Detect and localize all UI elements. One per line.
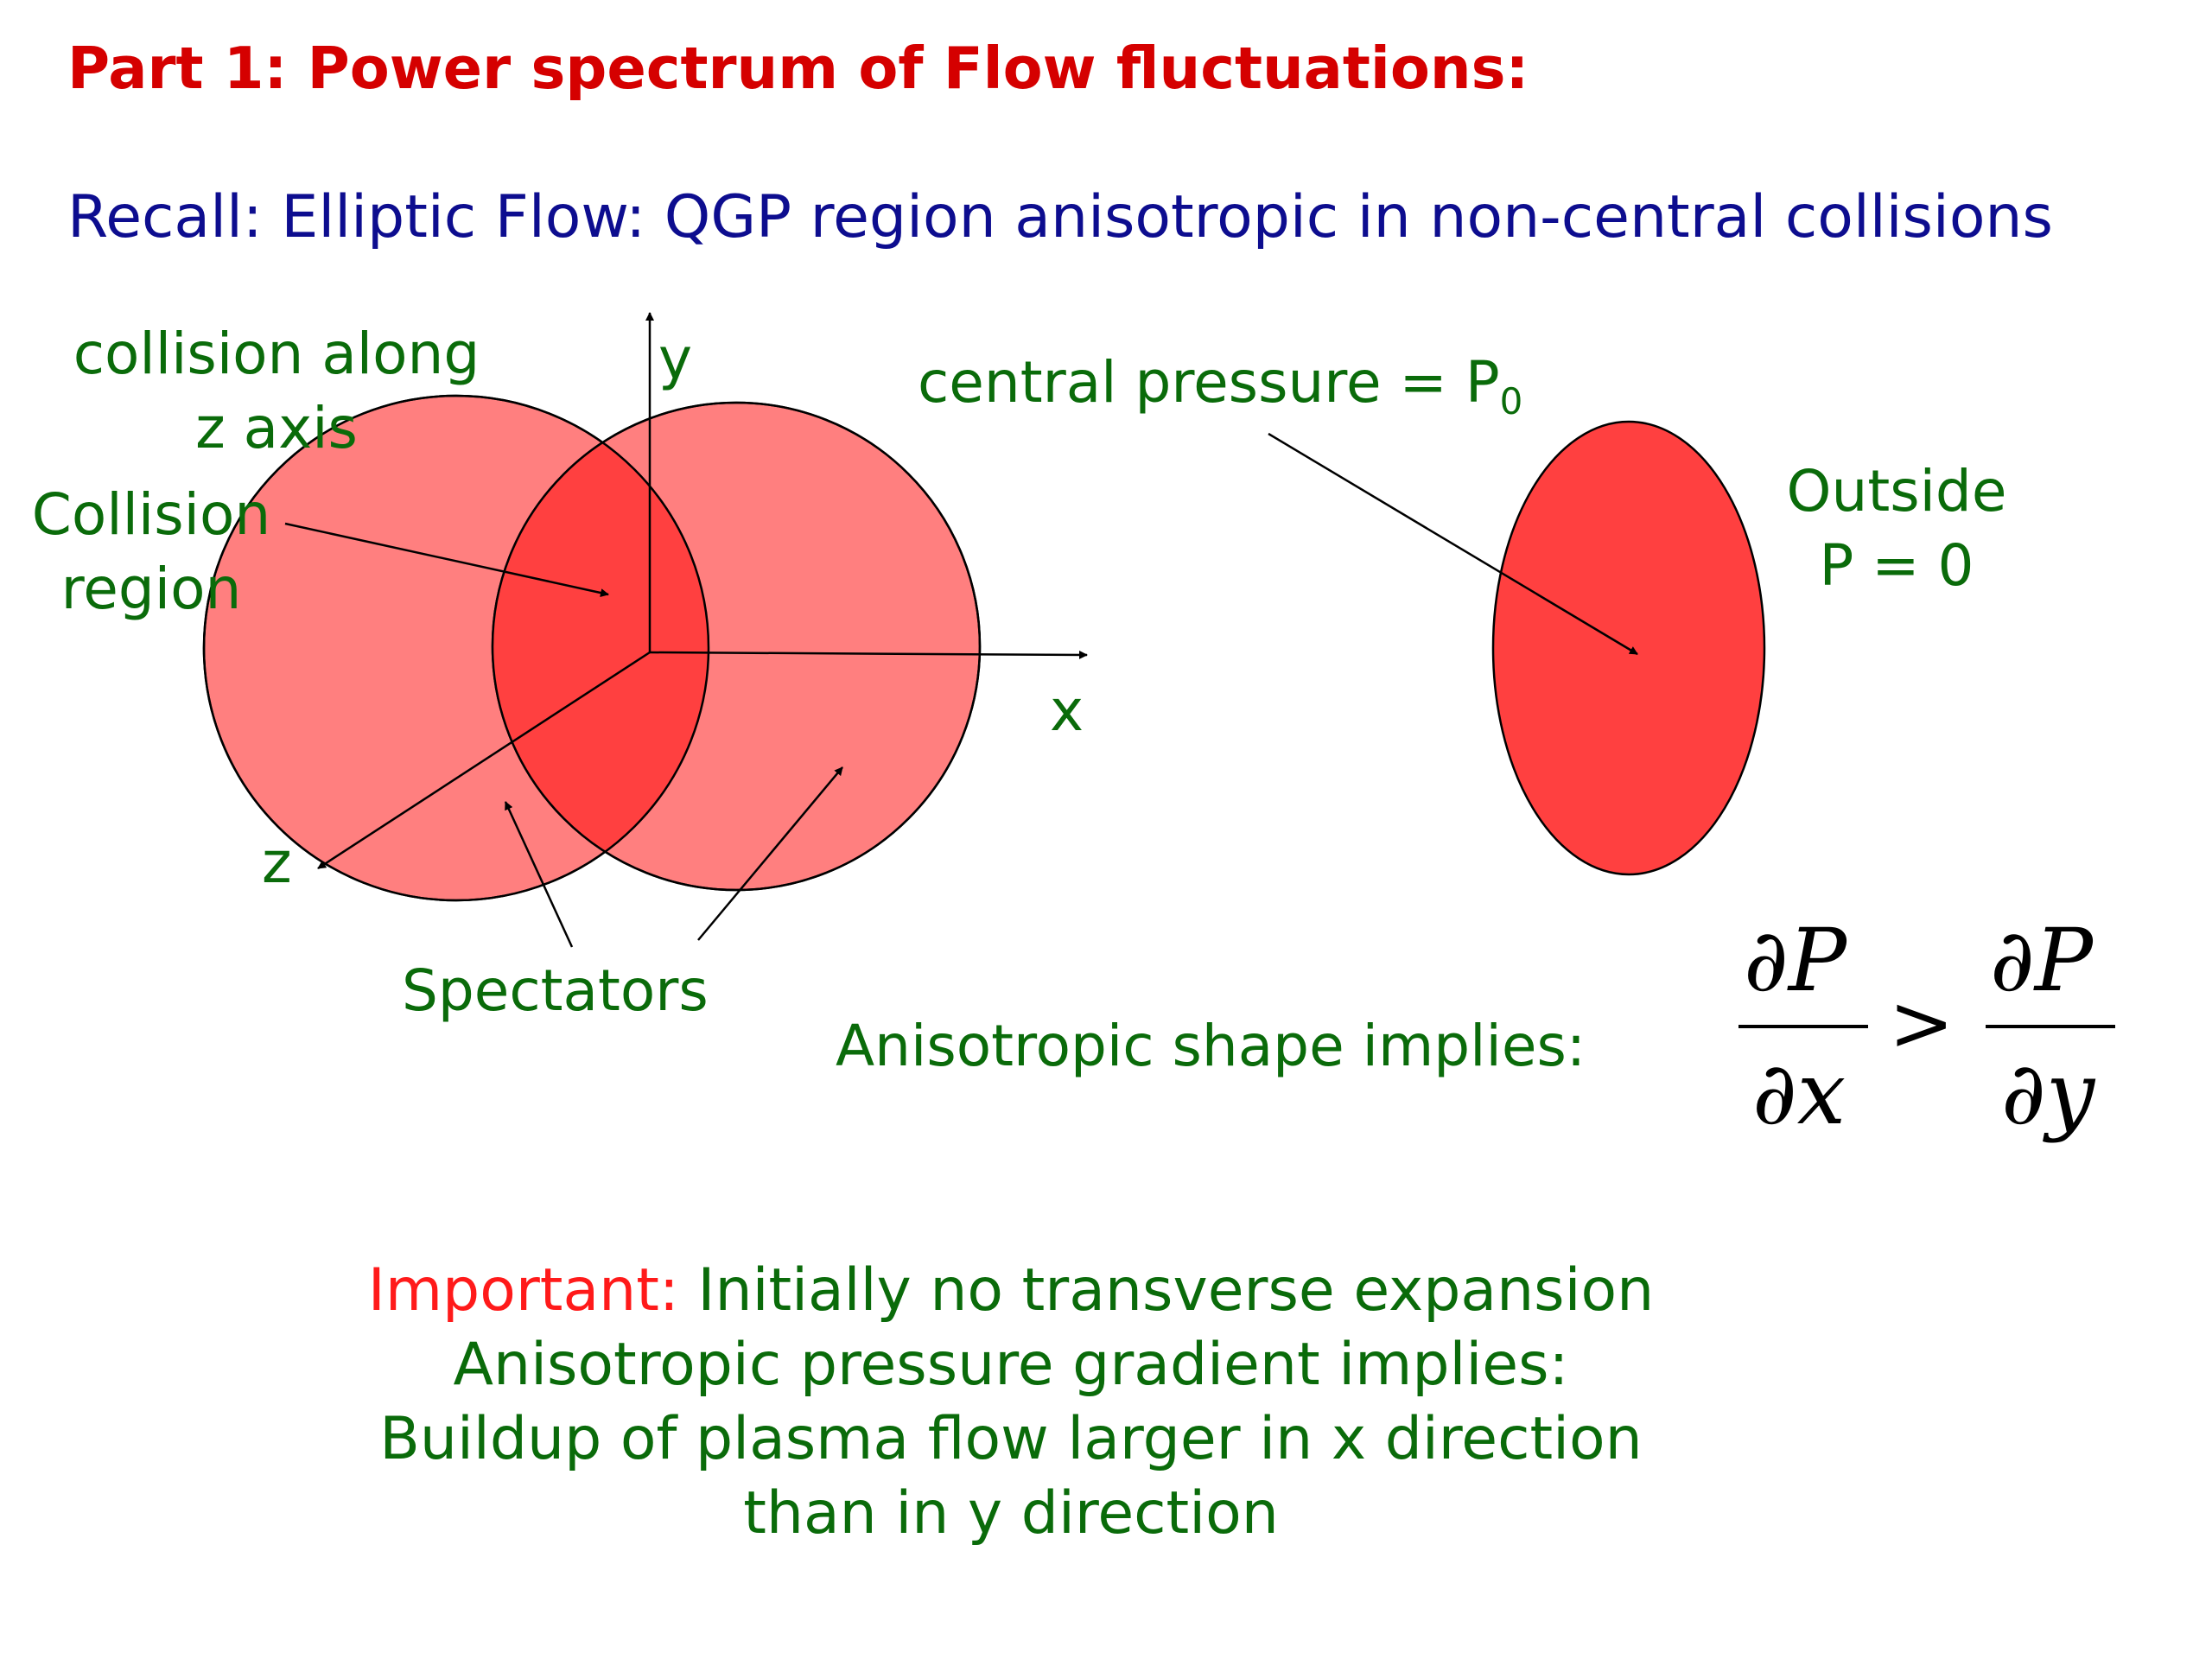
z-axis-label: z <box>262 830 292 896</box>
collision-region-label: Collision region <box>31 481 271 622</box>
x-axis-label: x <box>1050 677 1084 744</box>
collision-along-label: collision along z axis <box>73 321 480 461</box>
denominator-left: ∂x <box>1752 1043 1847 1144</box>
bottom-line-4: than in y direction <box>743 1479 1279 1548</box>
recall-line: Recall: Elliptic Flow: QGP region anisot… <box>67 183 2053 251</box>
numerator-right: ∂P <box>1990 910 2093 1011</box>
important-label: Important: <box>367 1256 679 1325</box>
bottom-line-2: Anisotropic pressure gradient implies: <box>453 1331 1569 1399</box>
bottom-line-3: Buildup of plasma flow larger in x direc… <box>379 1405 1643 1473</box>
slide-title: Part 1: Power spectrum of Flow fluctuati… <box>67 35 1529 102</box>
spectator-arrow-left <box>504 801 574 948</box>
collision-region-overlap <box>493 403 709 890</box>
central-pressure-label: central pressure = P0 <box>918 349 1523 423</box>
numerator-left: ∂P <box>1744 910 1847 1011</box>
greater-than-sign: > <box>1889 978 1955 1069</box>
outside-pressure-label: Outside P = 0 <box>1786 458 2007 599</box>
spectators-label: Spectators <box>402 957 709 1024</box>
y-axis-label: y <box>658 326 693 392</box>
collision-region-arrow <box>284 522 609 597</box>
fraction-bar-right <box>1986 1025 2115 1028</box>
bottom-line-1: Important: Initially no transverse expan… <box>367 1256 1655 1325</box>
fraction-bar-left <box>1738 1025 1868 1028</box>
equation-lead: Anisotropic shape implies: <box>836 1013 1586 1079</box>
denominator-right: ∂y <box>2001 1043 2095 1144</box>
z-axis <box>317 651 651 870</box>
spectator-arrow-right <box>697 766 843 941</box>
x-axis <box>649 650 1088 659</box>
central-pressure-arrow <box>1268 432 1638 656</box>
